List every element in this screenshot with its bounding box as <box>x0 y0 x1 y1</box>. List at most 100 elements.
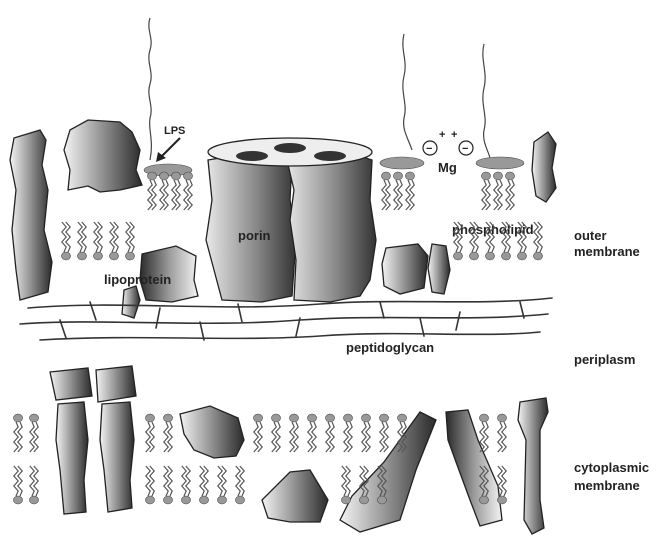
cytoplasmic-membrane-label-1: cytoplasmic <box>574 460 649 475</box>
lps-lipid-9-head <box>494 172 503 180</box>
cyto-lipid-bottom-5-tail-1 <box>182 466 186 496</box>
cyto-lipid-bottom-5-head <box>182 496 191 504</box>
lps-molecule: LPS <box>144 18 192 176</box>
lps-lipid-8-head <box>482 172 491 180</box>
outer-lipid-4-head <box>110 252 119 260</box>
cyto-lipid-top-2-tail-1 <box>30 422 34 452</box>
cyto-lipid-bottom-7-tail-1 <box>218 466 222 496</box>
plus-1: + <box>439 129 445 141</box>
lps-lipid-1-tail-1 <box>148 180 152 210</box>
porin-body-left <box>206 150 296 302</box>
cyto-lipid-bottom-1 <box>14 466 23 504</box>
cyto-lipid-bottom-8-tail-1 <box>236 466 240 496</box>
lps-lipid-4 <box>184 172 193 210</box>
porin-pore-1 <box>236 151 268 161</box>
porin: porin <box>206 138 376 302</box>
outer-lipid-4-tail-1 <box>110 222 114 252</box>
outer-lipid-1-tail-1 <box>62 222 66 252</box>
cyto-lipid-top-15 <box>498 414 507 452</box>
lps-head-right-1 <box>380 157 424 169</box>
cyto-lipid-top-8 <box>308 414 317 452</box>
lps-lipid-5-tail-1 <box>382 180 386 210</box>
cyto-lipid-top-10 <box>344 414 353 452</box>
plus-2: + <box>451 129 457 141</box>
cyto-lipid-top-8-head <box>308 414 317 422</box>
cyto-lipid-bottom-3-head <box>146 496 155 504</box>
cyto-lipid-bottom-9 <box>342 466 351 504</box>
lps-lipid-7 <box>406 172 415 210</box>
cyto-lipid-top-15-head <box>498 414 507 422</box>
minus-1: − <box>426 143 432 155</box>
cyto-lipid-bottom-2 <box>30 466 39 504</box>
outer-membrane-label-2: membrane <box>574 244 640 259</box>
cyto-lipid-top-9-tail-1 <box>326 422 330 452</box>
lps-chain-right-1 <box>403 34 412 150</box>
lps-label: LPS <box>164 125 185 137</box>
peptidoglycan-layer: peptidoglycan <box>20 298 552 355</box>
cyto-lipid-bottom-6-tail-1 <box>200 466 204 496</box>
outer-lipid-7-head <box>470 252 479 260</box>
cyto-lipid-top-9-head <box>326 414 335 422</box>
cyto-lipid-top-14-head <box>480 414 489 422</box>
outer-protein-far-right <box>532 132 556 202</box>
cyto-lipid-top-6-tail-1 <box>272 422 276 452</box>
cyto-lipid-bottom-8 <box>236 466 245 504</box>
lps-lipid-9-tail-1 <box>494 180 498 210</box>
cyto-lipid-top-12-head <box>380 414 389 422</box>
lps-lipid-3-tail-1 <box>172 180 176 210</box>
outer-lipid-10-head <box>518 252 527 260</box>
lps-lipid-6-head <box>394 172 403 180</box>
lps-lipid-9 <box>494 172 503 210</box>
cyto-lipid-top-3-tail-1 <box>146 422 150 452</box>
cyto-lipid-bottom-7-head <box>218 496 227 504</box>
cyto-lipid-top-2-head <box>30 414 39 422</box>
cyto-lipid-top-12-tail-1 <box>380 422 384 452</box>
lps-arrow <box>160 138 180 158</box>
outer-lipid-3 <box>94 222 103 260</box>
minus-2: − <box>462 143 468 155</box>
lps-lipid-10 <box>506 172 515 210</box>
cyto-lipid-top-11-head <box>362 414 371 422</box>
cyto-lipid-top-5-head <box>254 414 263 422</box>
peptidoglycan-label: peptidoglycan <box>346 340 434 355</box>
lps-lipid-5-head <box>382 172 391 180</box>
lps-lipid-7-head <box>406 172 415 180</box>
lps-lipid-7-tail-1 <box>406 180 410 210</box>
cyto-protein-cap-2 <box>96 366 136 402</box>
cyto-lipid-top-9 <box>326 414 335 452</box>
cyto-lipid-bottom-2-head <box>30 496 39 504</box>
cyto-lipid-top-7-head <box>290 414 299 422</box>
outer-lipid-5-head <box>126 252 135 260</box>
cyto-lipid-bottom-1-tail-1 <box>14 466 18 496</box>
cyto-lipid-bottom-13 <box>498 466 507 504</box>
cyto-lipid-top-3-head <box>146 414 155 422</box>
cyto-lipid-top-5 <box>254 414 263 452</box>
lps-lipid-2-tail-1 <box>160 180 164 210</box>
mg-label: Mg <box>438 160 457 175</box>
lps-lipid-3 <box>172 172 181 210</box>
outer-lipid-3-tail-1 <box>94 222 98 252</box>
lps-lipid-10-tail-1 <box>506 180 510 210</box>
cyto-lipid-top-1 <box>14 414 23 452</box>
outer-lipid-6-head <box>454 252 463 260</box>
outer-protein-2 <box>64 120 142 192</box>
cyto-lipid-bottom-1-head <box>14 496 23 504</box>
cyto-lipid-bottom-6-head <box>200 496 209 504</box>
outer-lipid-2-tail-1 <box>78 222 82 252</box>
cyto-lipid-bottom-4 <box>164 466 173 504</box>
lps-lipid-4-head <box>184 172 193 180</box>
cyto-lipid-top-6-head <box>272 414 281 422</box>
cyto-lipid-top-7-tail-1 <box>290 422 294 452</box>
outer-lipid-9-head <box>502 252 511 260</box>
cyto-lipid-bottom-13-head <box>498 496 507 504</box>
lps-lipid-8 <box>482 172 491 210</box>
outer-lipid-4 <box>110 222 119 260</box>
cyto-lipid-top-11 <box>362 414 371 452</box>
region-labels: outer membrane periplasm cytoplasmic mem… <box>574 228 649 493</box>
periplasm-label: periplasm <box>574 352 635 367</box>
cyto-lipid-bottom-9-head <box>342 496 351 504</box>
cyto-lipid-bottom-9-tail-1 <box>342 466 346 496</box>
cyto-lipid-top-6 <box>272 414 281 452</box>
lps-lipid-8-tail-1 <box>482 180 486 210</box>
